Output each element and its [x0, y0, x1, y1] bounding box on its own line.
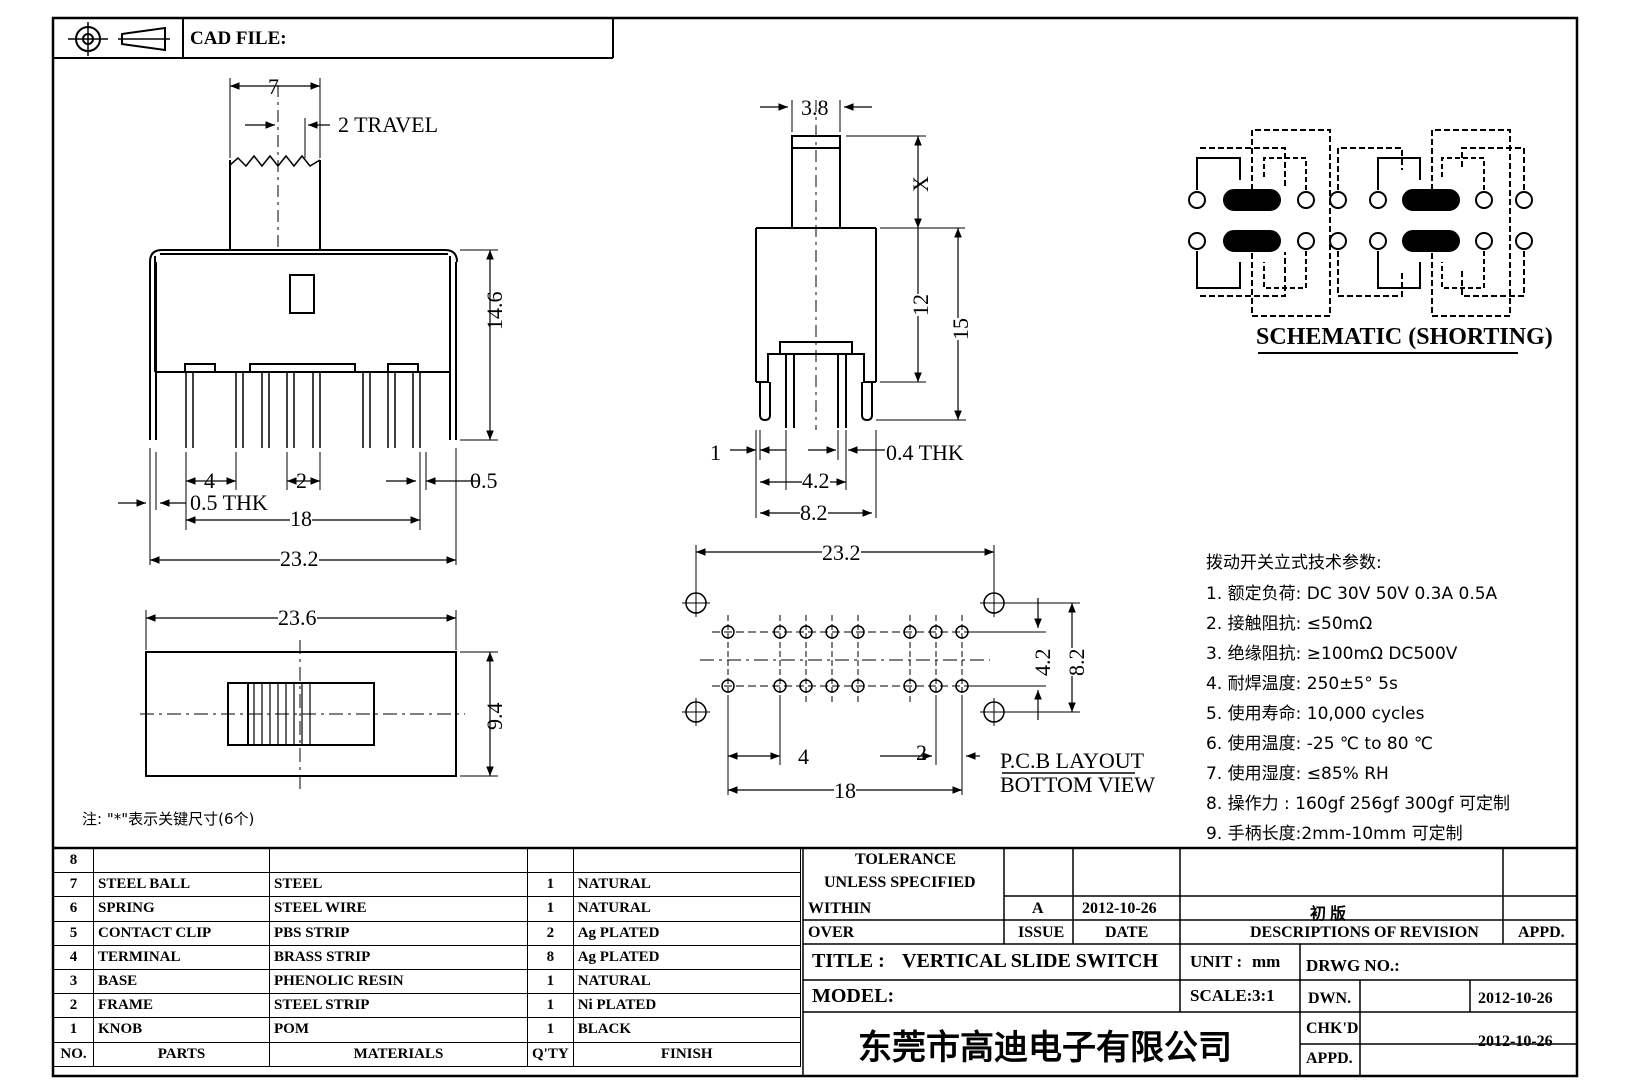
- cad-file-label: CAD FILE:: [190, 28, 287, 49]
- dim-0-4-thk: 0.4 THK: [886, 440, 964, 465]
- dim-3-8: 3.8: [801, 95, 829, 120]
- dim-travel: 2 TRAVEL: [338, 112, 439, 137]
- title-label: TITLE :: [812, 950, 885, 972]
- drawn-date: 2012-10-26: [1478, 990, 1553, 1007]
- dim-23-2: 23.2: [280, 546, 319, 572]
- scale-value: 3:1: [1252, 986, 1275, 1005]
- sheet-border: [51, 16, 1579, 1078]
- key-dimension-note: 注: "*"表示关键尺寸(6个): [82, 810, 255, 828]
- dim-8-2: 8.2: [800, 500, 828, 526]
- date-label: DATE: [1105, 924, 1149, 941]
- dim-7: 7: [268, 74, 279, 99]
- company-name: 东莞市高迪电子有限公司: [858, 1028, 1232, 1068]
- revision-description: 初 版: [1310, 906, 1347, 923]
- dim-0-5-thk: 0.5 THK: [190, 490, 268, 515]
- dim-12: 12: [908, 294, 934, 316]
- drawing-number-label: DRWG NO.:: [1306, 956, 1400, 975]
- dim-23-6: 23.6: [278, 605, 317, 631]
- pcb-dim-18: 18: [834, 778, 856, 804]
- dim-0-5: 0.5: [470, 468, 498, 493]
- unless-specified-label: UNLESS SPECIFIED: [824, 874, 976, 891]
- issue-label: ISSUE: [1018, 924, 1065, 941]
- spec-item: 2. 接触阻抗: ≤50mΩ: [1206, 614, 1373, 634]
- dim-18: 18: [290, 506, 312, 532]
- drawn-label: DWN.: [1308, 990, 1352, 1007]
- appd-label: APPD.: [1518, 924, 1565, 941]
- pcb-dim-2: 2: [916, 740, 927, 765]
- spec-item: 8. 操作力 : 160gf 256gf 300gf 可定制: [1206, 794, 1511, 814]
- bottom-view-label: BOTTOM VIEW: [1000, 772, 1156, 797]
- revision-letter: A: [1032, 900, 1044, 917]
- over-label: OVER: [808, 924, 855, 941]
- pcb-layout: [682, 545, 1135, 795]
- dim-2: 2: [296, 468, 307, 493]
- pcb-dim-23-2: 23.2: [822, 540, 861, 566]
- spec-item: 7. 使用湿度: ≤85% RH: [1206, 764, 1389, 784]
- dim-x: X: [908, 176, 933, 192]
- projection-symbol-icon: [68, 22, 170, 56]
- dim-4-2: 4.2: [802, 468, 830, 494]
- front-view: [118, 78, 498, 565]
- dim-15: 15: [948, 318, 974, 340]
- unit-label: UNIT :: [1190, 952, 1243, 971]
- top-view: [140, 610, 498, 790]
- unit-value: mm: [1252, 952, 1281, 971]
- spec-item: 5. 使用寿命: 10,000 cycles: [1206, 704, 1425, 724]
- spec-item: 4. 耐焊温度: 250±5° 5s: [1206, 674, 1398, 694]
- header-box: [53, 18, 614, 59]
- pcb-pin-holes: [721, 625, 969, 693]
- model-label: MODEL:: [812, 985, 895, 1007]
- spec-item: 9. 手柄长度:2mm-10mm 可定制: [1206, 824, 1463, 844]
- revision-date: 2012-10-26: [1082, 900, 1157, 917]
- schematic-label: SCHEMATIC (SHORTING): [1256, 324, 1553, 350]
- schematic-right-pole: [1329, 129, 1533, 317]
- tolerance-label: TOLERANCE: [855, 851, 957, 868]
- pcb-dim-4: 4: [798, 744, 809, 769]
- title-value: VERTICAL SLIDE SWITCH: [902, 950, 1159, 972]
- side-view: [730, 100, 966, 518]
- descriptions-of-revision-label: DESCRIPTIONS OF REVISION: [1250, 924, 1479, 941]
- dim-1: 1: [710, 440, 721, 465]
- pcb-mount-holes: [682, 589, 1008, 726]
- checked-date: 2012-10-26: [1478, 1033, 1553, 1050]
- spec-item: 6. 使用温度: -25 ℃ to 80 ℃: [1206, 734, 1434, 754]
- pcb-layout-label: P.C.B LAYOUT: [1000, 748, 1145, 773]
- schematic: [1188, 129, 1533, 354]
- within-label: WITHIN: [808, 900, 872, 917]
- dim-14-6: 14.6: [482, 291, 507, 331]
- pcb-dim-8-2: 8.2: [1064, 648, 1090, 676]
- approved-label: APPD.: [1306, 1050, 1353, 1067]
- dim-4: 4: [204, 468, 215, 493]
- spec-item: 1. 额定负荷: DC 30V 50V 0.3A 0.5A: [1206, 584, 1498, 604]
- table-row: 8: [53, 847, 801, 874]
- scale-label: SCALE:: [1190, 986, 1253, 1005]
- spec-title: 拨动开关立式技术参数:: [1206, 553, 1382, 573]
- pcb-dim-4-2: 4.2: [1030, 648, 1055, 677]
- dim-9-4: 9.4: [482, 702, 507, 731]
- spec-item: 3. 绝缘阻抗: ≥100mΩ DC500V: [1206, 644, 1458, 664]
- schematic-left-pole: [1188, 129, 1331, 317]
- checked-label: CHK'D: [1306, 1020, 1359, 1037]
